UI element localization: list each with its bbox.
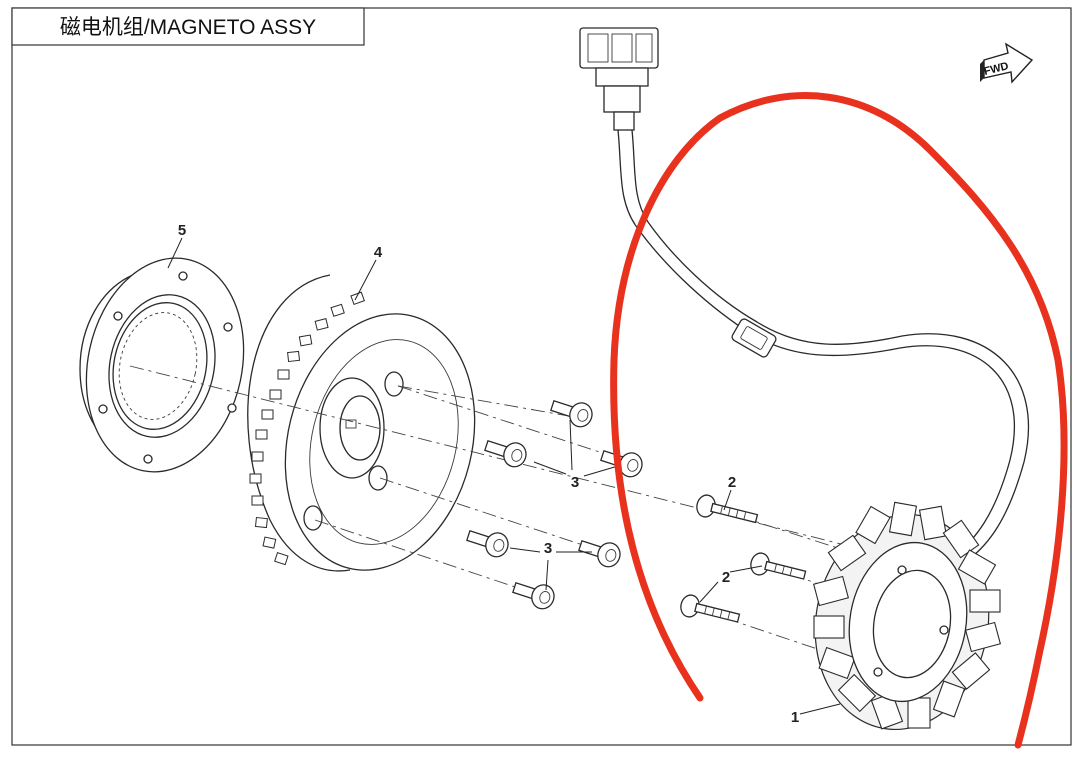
stator bbox=[812, 501, 1002, 731]
connector-wire-harness bbox=[579, 27, 1030, 561]
flywheel-bolts bbox=[466, 399, 643, 610]
diagram-title: 磁电机组/MAGNETO ASSY bbox=[60, 16, 316, 39]
fwd-label: FWD bbox=[983, 60, 1010, 78]
callout-5: 5 bbox=[178, 222, 186, 239]
flywheel bbox=[247, 274, 476, 572]
callout-4: 4 bbox=[374, 244, 383, 261]
callout-1: 1 bbox=[791, 709, 799, 726]
callout-3-lower: 3 bbox=[544, 540, 552, 557]
callout-3-upper: 3 bbox=[571, 474, 579, 491]
fwd-arrow-icon: FWD bbox=[980, 42, 1034, 84]
title-box bbox=[11, 7, 365, 46]
callout-2-upper: 2 bbox=[728, 474, 736, 491]
callout-numbers: 5 4 3 3 2 2 1 bbox=[178, 222, 799, 726]
callout-leaders bbox=[167, 237, 841, 715]
title-block: 磁电机组/MAGNETO ASSY bbox=[11, 7, 365, 46]
starter-clutch bbox=[79, 257, 245, 473]
red-annotation-stroke bbox=[610, 92, 1068, 749]
stator-bolts bbox=[680, 494, 807, 623]
callout-2-lower: 2 bbox=[722, 569, 730, 586]
